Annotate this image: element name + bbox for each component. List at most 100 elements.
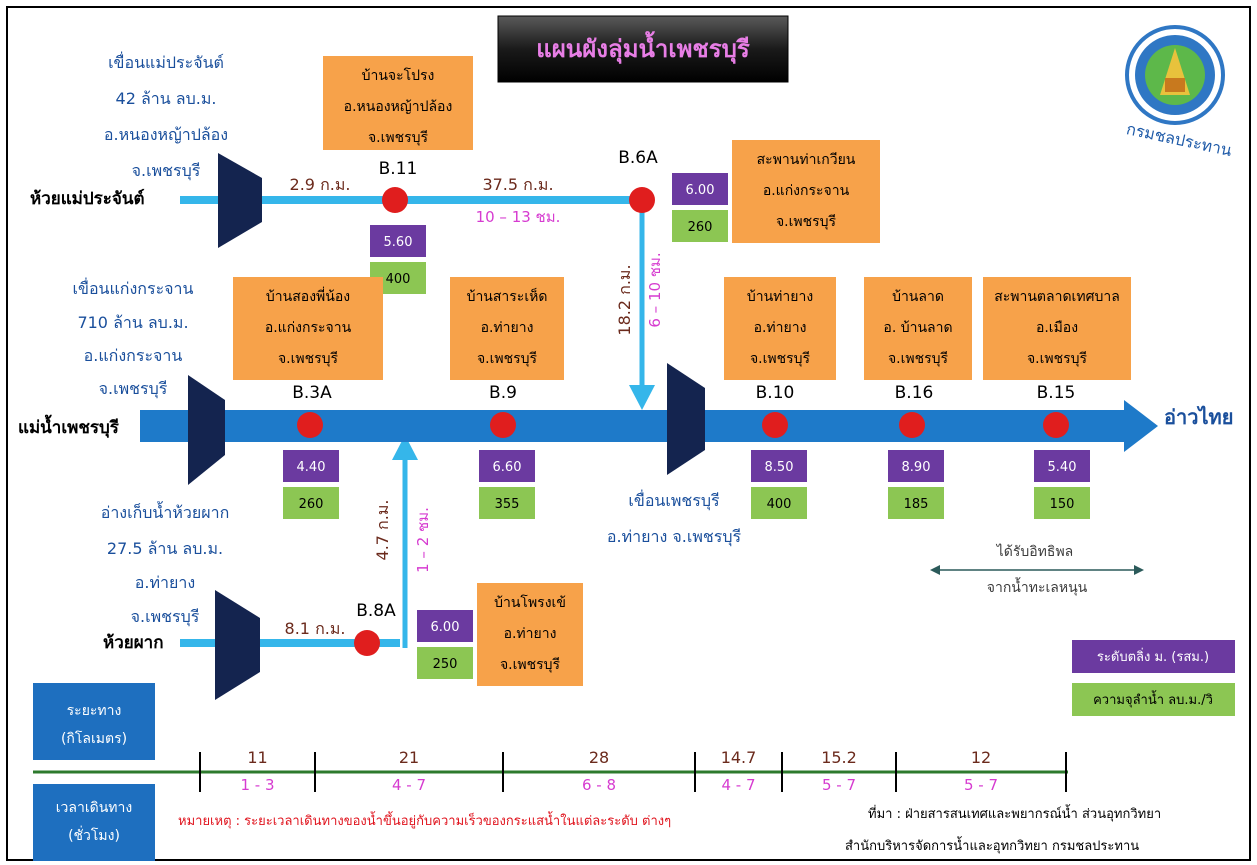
station-location-line: จ.เพชรบุรี (750, 351, 811, 367)
station-location-line: อ.ท่ายาง (481, 320, 534, 336)
sea-label: อ่าวไทย (1164, 405, 1233, 429)
station-location-line: สะพานตลาดเทศบาล (994, 289, 1120, 305)
station-marker (297, 412, 323, 438)
segment-upper-b: 37.5 ก.ม. (482, 175, 553, 194)
dam-huai-phak-info: อ่างเก็บน้ำห้วยผาก 27.5 ล้าน ลบ.ม. อ.ท่า… (101, 501, 230, 627)
station-level-value: 8.90 (902, 460, 931, 475)
station-location-box (724, 277, 836, 380)
svg-text:(ชั่วโมง): (ชั่วโมง) (68, 826, 120, 844)
station-level-value: 6.60 (493, 460, 522, 475)
distance-box (33, 683, 155, 760)
station-level-value: 5.40 (1048, 460, 1077, 475)
station-location-line: อ.แก่งกระจาน (763, 183, 850, 199)
main-river-arrow (1124, 400, 1158, 452)
segment-upper-b-time: 10 – 13 ชม. (476, 208, 561, 226)
timeline-distance: 21 (399, 748, 419, 767)
svg-text:อ.แก่งกระจาน: อ.แก่งกระจาน (84, 346, 183, 365)
title-banner (497, 15, 789, 83)
station-marker (382, 187, 408, 213)
station-capacity-value: 250 (433, 657, 458, 672)
timeline-time: 1 - 3 (240, 776, 274, 794)
dam-kaeng-krachan-info: เขื่อนแก่งกระจาน 710 ล้าน ลบ.ม. อ.แก่งกร… (73, 277, 194, 399)
station-location-line: อ.ท่ายาง (754, 320, 807, 336)
time-box (33, 784, 155, 861)
station-location-box (864, 277, 972, 380)
timeline-time: 4 - 7 (392, 776, 426, 794)
station-level-value: 6.00 (431, 620, 460, 635)
svg-text:(กิโลเมตร): (กิโลเมตร) (61, 730, 127, 747)
main-river-label: แม่น้ำเพชรบุรี (18, 414, 120, 438)
station-marker (629, 187, 655, 213)
station-level-box (417, 610, 473, 642)
station-capacity-value: 355 (495, 497, 520, 512)
station-location-line: จ.เพชรบุรี (776, 214, 837, 230)
station-level-box (751, 450, 807, 482)
station-level-box (672, 173, 728, 205)
station-capacity-box (888, 487, 944, 519)
station-b6a: สะพานท่าเกวียนอ.แก่งกระจานจ.เพชรบุรีB.6A… (618, 140, 880, 243)
station-location-line: อ.หนองหญ้าปล้อง (344, 99, 453, 115)
station-id: B.3A (292, 383, 332, 403)
svg-text:42 ล้าน ลบ.ม.: 42 ล้าน ลบ.ม. (116, 89, 217, 108)
legend-level-label: ระดับตลิ่ง ม. (รสม.) (1097, 648, 1209, 665)
station-capacity-value: 150 (1050, 497, 1075, 512)
svg-text:อ่างเก็บน้ำห้วยผาก: อ่างเก็บน้ำห้วยผาก (101, 501, 230, 522)
station-level-value: 6.00 (686, 183, 715, 198)
station-location-box (477, 583, 583, 686)
svg-text:จ.เพชรบุรี: จ.เพชรบุรี (99, 379, 168, 399)
station-location-line: อ.แก่งกระจาน (265, 320, 352, 336)
station-location-box (323, 56, 473, 150)
station-location-line: บ้านท่ายาง (747, 289, 813, 305)
station-location-line: อ. บ้านลาด (883, 320, 952, 336)
station-capacity-value: 260 (688, 220, 713, 235)
station-location-box (233, 277, 383, 380)
station-id: B.6A (618, 148, 658, 168)
station-location-line: จ.เพชรบุรี (500, 657, 561, 673)
station-capacity-value: 400 (767, 497, 792, 512)
svg-text:ได้รับอิทธิพล: ได้รับอิทธิพล (996, 543, 1074, 560)
station-location-line: จ.เพชรบุรี (477, 351, 538, 367)
station-location-line: จ.เพชรบุรี (1027, 351, 1088, 367)
timeline-distance: 12 (971, 748, 991, 767)
timeline-distance: 28 (589, 748, 609, 767)
segment-down-dist: 18.2 ก.ม. (615, 264, 634, 335)
segment-down-time: 6 – 10 ชม. (646, 252, 664, 327)
segment-lower-a: 8.1 ก.ม. (285, 619, 346, 638)
station-location-line: อ.เมือง (1036, 320, 1078, 336)
station-level-box (1034, 450, 1090, 482)
station-id: B.8A (356, 601, 396, 621)
station-capacity-box (672, 210, 728, 242)
dam-huai-phak-icon (215, 590, 260, 700)
svg-text:จ.เพชรบุรี: จ.เพชรบุรี (131, 607, 200, 627)
page-title: แผนผังลุ่มน้ำเพชรบุรี (536, 30, 750, 65)
main-river (140, 410, 1125, 442)
station-location-line: อ.ท่ายาง (504, 626, 557, 642)
dam-mae-prachan-icon (218, 153, 262, 248)
station-level-value: 4.40 (297, 460, 326, 475)
tide-influence: ได้รับอิทธิพล จากน้ำทะเลหนุน (930, 543, 1144, 596)
station-id: B.15 (1037, 383, 1076, 403)
station-capacity-box (1034, 487, 1090, 519)
station-capacity-box (479, 487, 535, 519)
station-marker (762, 412, 788, 438)
dam-phetchaburi-info: เขื่อนเพชรบุรี อ.ท่ายาง จ.เพชรบุรี (607, 489, 742, 547)
timeline-time: 5 - 7 (822, 776, 856, 794)
station-location-line: บ้านสองพี่น้อง (266, 287, 350, 305)
station-capacity-box (417, 647, 473, 679)
timeline-distance: 14.7 (721, 748, 757, 767)
svg-text:เขื่อนแม่ประจันต์: เขื่อนแม่ประจันต์ (108, 51, 224, 72)
legend-level-swatch (1072, 640, 1235, 673)
station-id: B.9 (489, 383, 517, 403)
up-arrow (392, 435, 418, 460)
station-capacity-value: 260 (299, 497, 324, 512)
timeline-distance: 11 (247, 748, 267, 767)
station-location-line: บ้านลาด (892, 289, 944, 305)
station-capacity-box (283, 487, 339, 519)
station-location-line: จ.เพชรบุรี (278, 351, 339, 367)
